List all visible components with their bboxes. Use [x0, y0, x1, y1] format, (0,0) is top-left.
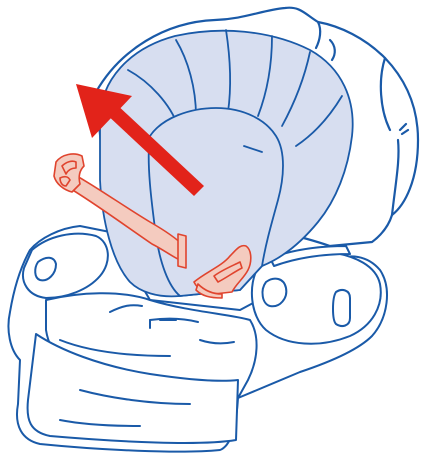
right-armrest-knob — [263, 279, 287, 307]
strap-end — [178, 234, 186, 268]
right-armrest-slot — [333, 290, 350, 326]
